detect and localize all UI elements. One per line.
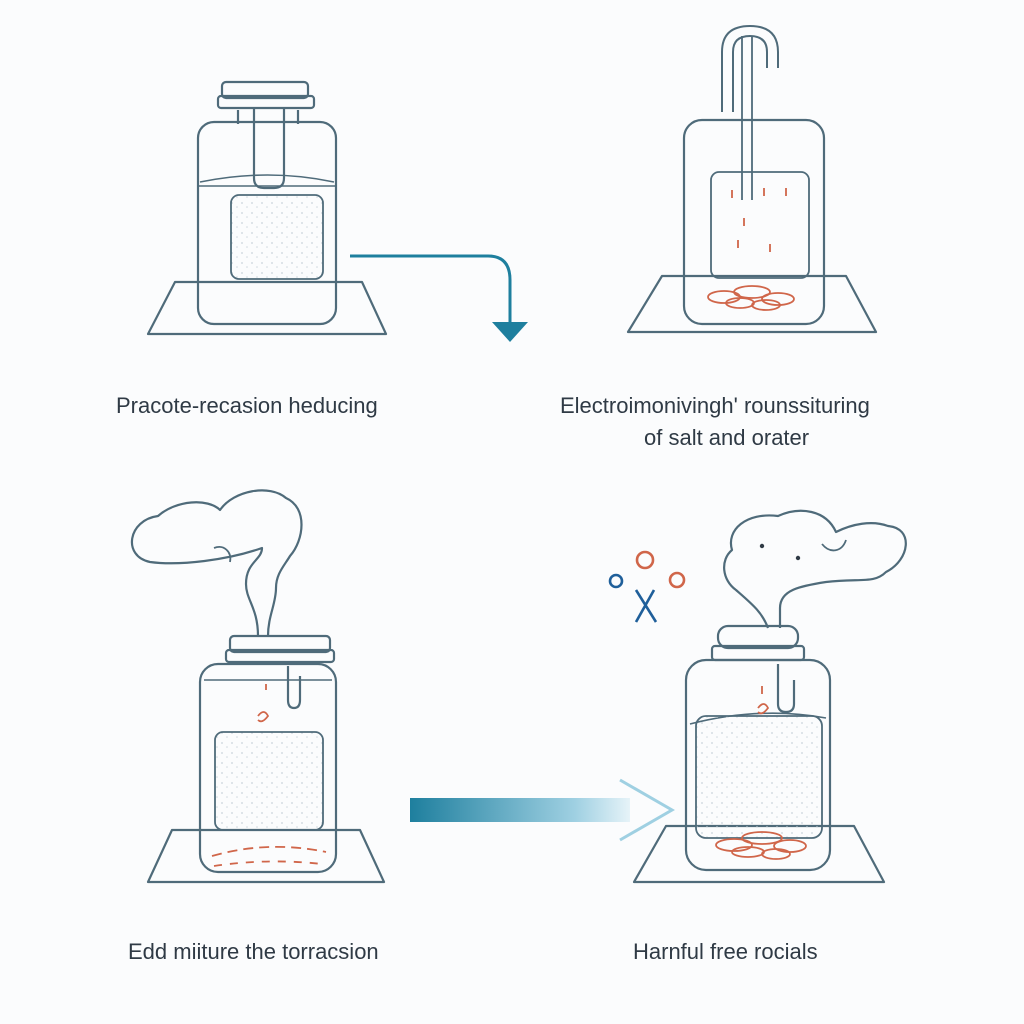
jar-step-4 [632,624,886,884]
base-plate [146,828,386,884]
steam-cloud-icon [130,489,303,637]
residue-step-2 [707,188,795,311]
caption-step-3: Edd miiture the torracsion [128,939,379,964]
jar-step-3 [146,634,386,884]
residue-step-3 [211,684,327,867]
base-plate [626,274,878,334]
residue-step-4 [715,686,807,860]
caption-step-1: Pracote-recasion heducing [116,393,378,418]
caption-step-2-line-2: of salt and orater [644,425,810,450]
vapor-cloud-step-4 [723,509,907,629]
jar-step-2 [626,25,878,334]
caption-step-2-line-1: Electroimonivingh' rounssituring [560,393,870,418]
jar-step-1 [146,80,388,336]
base-plate [146,280,388,336]
gradient-right-arrow [410,778,676,842]
free-radical-molecule-icon [608,550,686,623]
caption-step-4: Harnful free rocials [633,939,818,964]
bent-down-arrow [350,254,528,342]
